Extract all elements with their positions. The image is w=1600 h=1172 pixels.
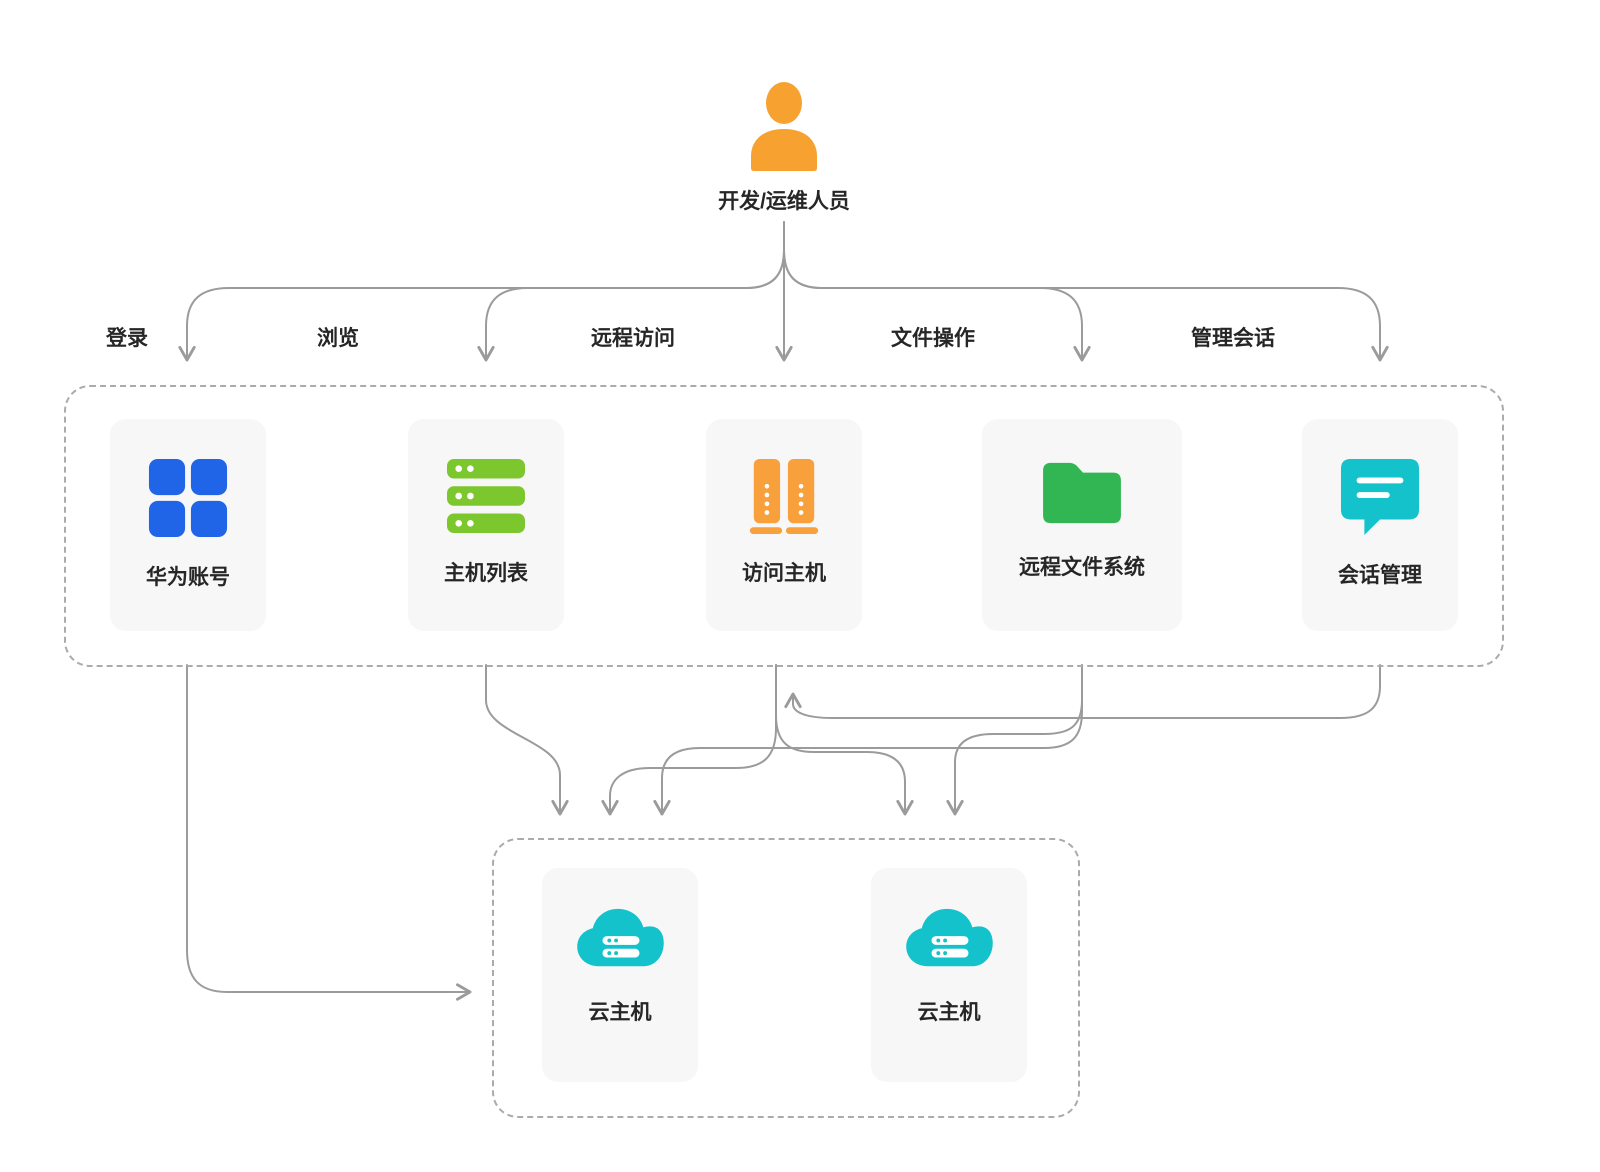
app-grid-icon — [147, 457, 229, 539]
service-label-session-management: 会话管理 — [1338, 564, 1422, 587]
server-tower-icon — [743, 457, 825, 535]
edge-session-management-to-access-host — [784, 664, 1381, 719]
cloud-server-icon — [573, 904, 667, 974]
service-card-remote-file-system: 远程文件系统 — [982, 419, 1182, 631]
service-label-huawei-account: 华为账号 — [146, 566, 230, 589]
chat-bubble-icon — [1339, 457, 1421, 537]
cloud-server-icon — [902, 904, 996, 974]
service-label-host-list: 主机列表 — [444, 562, 528, 585]
cloud-hosts-group-box — [492, 838, 1080, 1118]
server-list-icon — [445, 457, 527, 535]
host-label-cloud-host-1: 云主机 — [588, 1001, 652, 1024]
host-label-cloud-host-2: 云主机 — [917, 1001, 981, 1024]
flow-label-login: 登录 — [106, 327, 148, 350]
edge-access-host-to-cloud-host-2 — [775, 664, 914, 816]
actor-node — [744, 78, 824, 177]
person-icon — [744, 82, 824, 176]
edge-remote-file-system-to-cloud-host-1 — [653, 664, 1083, 816]
edge-actor-to-huawei-account — [178, 221, 785, 362]
flow-label-file-operations: 文件操作 — [891, 327, 975, 350]
flow-label-manage-sessions: 管理会话 — [1191, 327, 1275, 350]
edge-access-host-to-cloud-host-1 — [601, 664, 777, 816]
flow-label-browse: 浏览 — [317, 327, 359, 350]
service-label-remote-file-system: 远程文件系统 — [1019, 556, 1145, 579]
service-card-host-list: 主机列表 — [408, 419, 564, 631]
actor-label: 开发/运维人员 — [718, 190, 850, 213]
service-card-access-host: 访问主机 — [706, 419, 862, 631]
service-card-huawei-account: 华为账号 — [110, 419, 266, 631]
edge-huawei-account-to-cloud-box — [186, 664, 472, 1001]
edge-actor-to-session-management — [783, 249, 1389, 362]
folder-icon — [1039, 457, 1125, 529]
service-card-session-management: 会话管理 — [1302, 419, 1458, 631]
service-label-access-host: 访问主机 — [742, 562, 826, 585]
edge-host-list-to-cloud-host-1 — [485, 664, 569, 816]
services-group-box — [64, 385, 1504, 667]
flow-label-remote-access: 远程访问 — [591, 327, 675, 350]
host-card-cloud-host-2: 云主机 — [871, 868, 1027, 1082]
host-card-cloud-host-1: 云主机 — [542, 868, 698, 1082]
edge-remote-file-system-to-cloud-host-2 — [946, 664, 1083, 816]
